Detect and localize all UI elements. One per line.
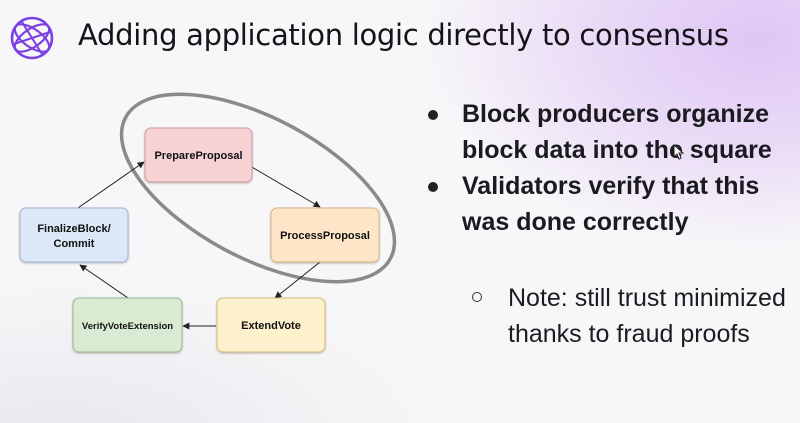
- consensus-flow-diagram: PrepareProposal ProcessProposal ExtendVo…: [19, 92, 397, 353]
- bullet-list: Block producers organize block data into…: [424, 96, 794, 240]
- bullet-text: Validators verify that this was done cor…: [462, 172, 760, 236]
- bullet-dot: [428, 182, 438, 192]
- mouse-cursor-icon: [673, 144, 685, 160]
- node-extend-vote: ExtendVote: [216, 297, 326, 353]
- globe-network-icon: [10, 16, 54, 60]
- svg-text:FinalizeBlock/: FinalizeBlock/: [37, 223, 110, 235]
- node-finalize-block-commit: FinalizeBlock/ Commit: [19, 207, 129, 263]
- sub-bullet-ring: [472, 292, 482, 302]
- arrow-verify-to-finalize: [79, 264, 129, 299]
- sub-bullet-text: Note: still trust minimized thanks to fr…: [508, 284, 786, 348]
- sub-bullet: Note: still trust minimized thanks to fr…: [470, 280, 790, 352]
- bullet-item: Block producers organize block data into…: [424, 96, 794, 168]
- svg-text:ProcessProposal: ProcessProposal: [280, 230, 370, 242]
- svg-text:PrepareProposal: PrepareProposal: [154, 150, 242, 162]
- svg-text:Commit: Commit: [54, 238, 95, 250]
- arrow-finalize-to-prepare: [74, 161, 145, 211]
- slide-title: Adding application logic directly to con…: [78, 18, 729, 52]
- arrow-prepare-to-process: [249, 165, 321, 208]
- bullet-text: Block producers organize block data into…: [462, 100, 772, 164]
- svg-text:ExtendVote: ExtendVote: [241, 320, 301, 332]
- node-process-proposal: ProcessProposal: [270, 207, 380, 263]
- bullet-item: Validators verify that this was done cor…: [424, 168, 794, 240]
- arrow-process-to-extend: [274, 261, 321, 299]
- node-verify-vote-extension: VerifyVoteExtension: [72, 297, 183, 353]
- bullet-dot: [428, 110, 438, 120]
- node-prepare-proposal: PrepareProposal: [144, 127, 253, 183]
- highlight-ring: [119, 92, 397, 284]
- svg-text:VerifyVoteExtension: VerifyVoteExtension: [82, 321, 173, 332]
